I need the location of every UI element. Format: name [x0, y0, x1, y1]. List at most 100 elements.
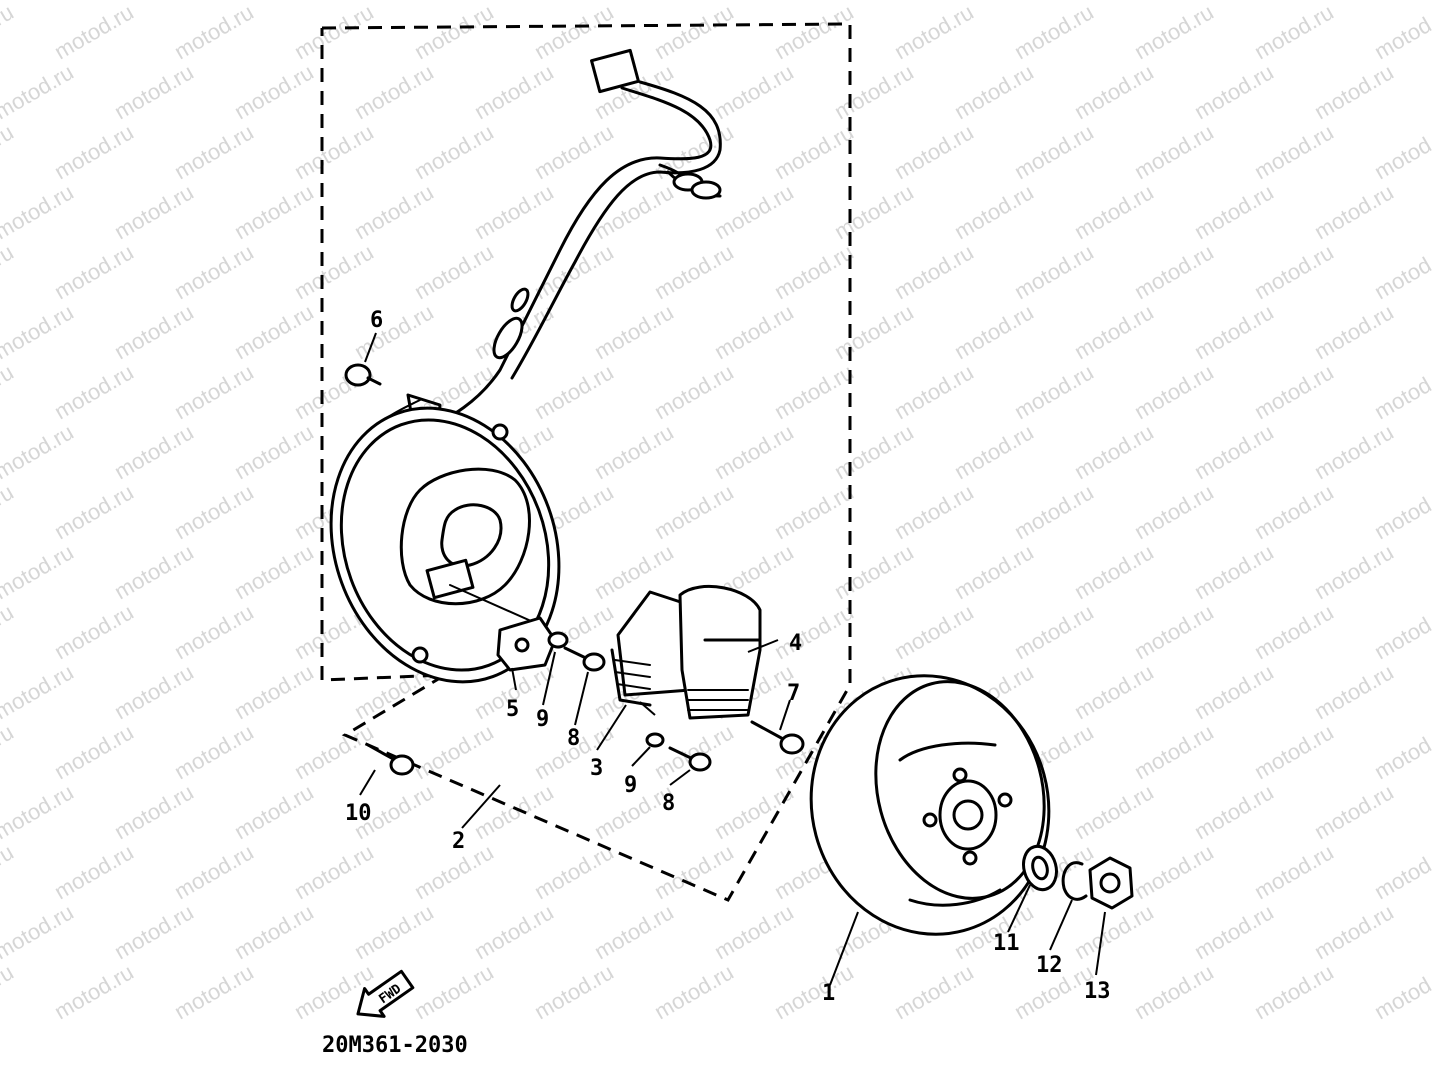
watermark-text: motod.ru: [230, 779, 318, 844]
washer-11-drawing: [1022, 844, 1058, 892]
screw-8a-drawing: [563, 646, 606, 672]
watermark-text: motod.ru: [1250, 359, 1338, 424]
callout-9a: 9: [536, 707, 549, 732]
watermark-text: motod.ru: [0, 719, 18, 784]
lighting-coil-4-drawing: [678, 584, 762, 720]
watermark-text: motod.ru: [770, 959, 858, 1024]
watermark-text: motod.ru: [290, 719, 378, 784]
watermark-text: motod.ru: [50, 959, 138, 1024]
watermark-text: motod.ru: [230, 419, 318, 484]
watermark-text: motod.ru: [590, 299, 678, 364]
callout-6: 6: [370, 308, 383, 333]
watermark-text: motod.ru: [0, 419, 78, 484]
washer-9a-drawing: [547, 631, 569, 649]
watermark-text: motod.ru: [1190, 179, 1278, 244]
watermark-text: motod.ru: [0, 119, 18, 184]
watermark-text: motod.ru: [0, 179, 78, 244]
callout-12: 12: [1036, 953, 1063, 978]
watermark-text: motod.ru: [170, 239, 258, 304]
watermark-text: motod.ru: [1070, 179, 1158, 244]
watermark-text: motod.ru: [1130, 959, 1218, 1024]
watermark-text: motod.ru: [1250, 839, 1338, 904]
watermark-text: motod.ru: [410, 0, 498, 64]
watermark-text: motod.ru: [710, 419, 798, 484]
watermark-text: motod.ru: [1190, 419, 1278, 484]
watermark-text: motod.ru: [950, 299, 1038, 364]
callout-8b: 8: [662, 791, 675, 816]
watermark-text: motod.ru: [470, 899, 558, 964]
watermark-text: motod.ru: [170, 479, 258, 544]
watermark-text: motod.ru: [0, 0, 78, 4]
lock-washer-12-drawing: [1061, 861, 1088, 901]
watermark-text: motod.ru: [710, 779, 798, 844]
watermark-text: motod.ru: [1370, 119, 1432, 184]
callout-10: 10: [345, 801, 372, 826]
watermark-text: motod.ru: [1250, 239, 1338, 304]
watermark-text: motod.ru: [350, 179, 438, 244]
watermark-text: motod.ru: [530, 0, 618, 64]
watermark-text: motod.ru: [1070, 59, 1158, 124]
watermark-text: motod.ru: [770, 239, 858, 304]
watermark-text: motod.ru: [0, 839, 18, 904]
drawing-code: 20M361-2030: [322, 1033, 468, 1058]
watermark-text: motod.ru: [0, 539, 78, 604]
watermark-text: motod.ru: [1190, 539, 1278, 604]
watermark-text: motod.ru: [410, 719, 498, 784]
part-callouts: 6 4 7 5 9 8 3 9 8 10 2 1 11 12 13: [345, 308, 1111, 1006]
leader-lines: [359, 332, 1106, 986]
watermark-text: motod.ru: [230, 899, 318, 964]
callout-13: 13: [1084, 979, 1111, 1004]
watermark-text: motod.ru: [1250, 0, 1338, 64]
watermark-text: motod.ru: [50, 719, 138, 784]
watermark-text: motod.ru: [0, 779, 78, 844]
screw-7-drawing: [750, 720, 805, 755]
watermark-text: motod.ru: [890, 959, 978, 1024]
watermark-text: motod.ru: [770, 119, 858, 184]
watermark-text: motod.ru: [110, 539, 198, 604]
watermark-text: motod.ru: [50, 0, 138, 64]
watermark-text: motod.ru: [1070, 539, 1158, 604]
watermark-text: motod.ru: [830, 179, 918, 244]
watermark-text: motod.ru: [0, 239, 18, 304]
watermark-text: motod.ru: [530, 359, 618, 424]
watermark-text: motod.ru: [650, 239, 738, 304]
watermark-text: motod.ru: [1250, 719, 1338, 784]
watermark-text: motod.ru: [230, 539, 318, 604]
watermark-text: motod.ru: [1070, 659, 1158, 724]
watermark-text: motod.ru: [230, 179, 318, 244]
watermark-text: motod.ru: [1310, 59, 1398, 124]
watermark-text: motod.ru: [650, 359, 738, 424]
watermark-text: motod.ru: [50, 839, 138, 904]
watermark-text: motod.ru: [0, 599, 18, 664]
watermark-text: motod.ru: [0, 0, 18, 64]
washer-9b-drawing: [645, 732, 665, 748]
watermark-text: motod.ru: [0, 299, 78, 364]
watermark-text: motod.ru: [50, 599, 138, 664]
nut-13-drawing: [1088, 856, 1134, 910]
watermark-text: motod.ru: [1010, 479, 1098, 544]
watermark-text: motod.ru: [1370, 959, 1432, 1024]
watermark-text: motod.ru: [1070, 299, 1158, 364]
watermark-text: motod.ru: [1190, 779, 1278, 844]
watermark-text: motod.ru: [170, 0, 258, 64]
fwd-direction-badge: FWD: [356, 969, 415, 1018]
watermark-text: motod.ru: [530, 119, 618, 184]
watermark-text: motod.ru: [1310, 299, 1398, 364]
watermark-text: motod.ru: [350, 299, 438, 364]
watermark-text: motod.ru: [530, 839, 618, 904]
watermark-text: motod.ru: [170, 359, 258, 424]
callout-4: 4: [789, 631, 802, 656]
watermark-text: motod.ru: [350, 59, 438, 124]
watermark-text: motod.ru: [1370, 0, 1432, 64]
watermark-text: motod.ru: [1010, 0, 1098, 64]
watermark-text: motod.ru: [890, 599, 978, 664]
watermark-text: motod.ru: [770, 599, 858, 664]
watermark-text: motod.ru: [830, 419, 918, 484]
watermark-text: motod.ru: [290, 239, 378, 304]
watermark-text: motod.ru: [950, 59, 1038, 124]
stator-base-plate: [329, 406, 561, 684]
watermark-text: motod.ru: [1250, 479, 1338, 544]
watermark-text: motod.ru: [0, 899, 78, 964]
watermark-text: motod.ru: [350, 899, 438, 964]
